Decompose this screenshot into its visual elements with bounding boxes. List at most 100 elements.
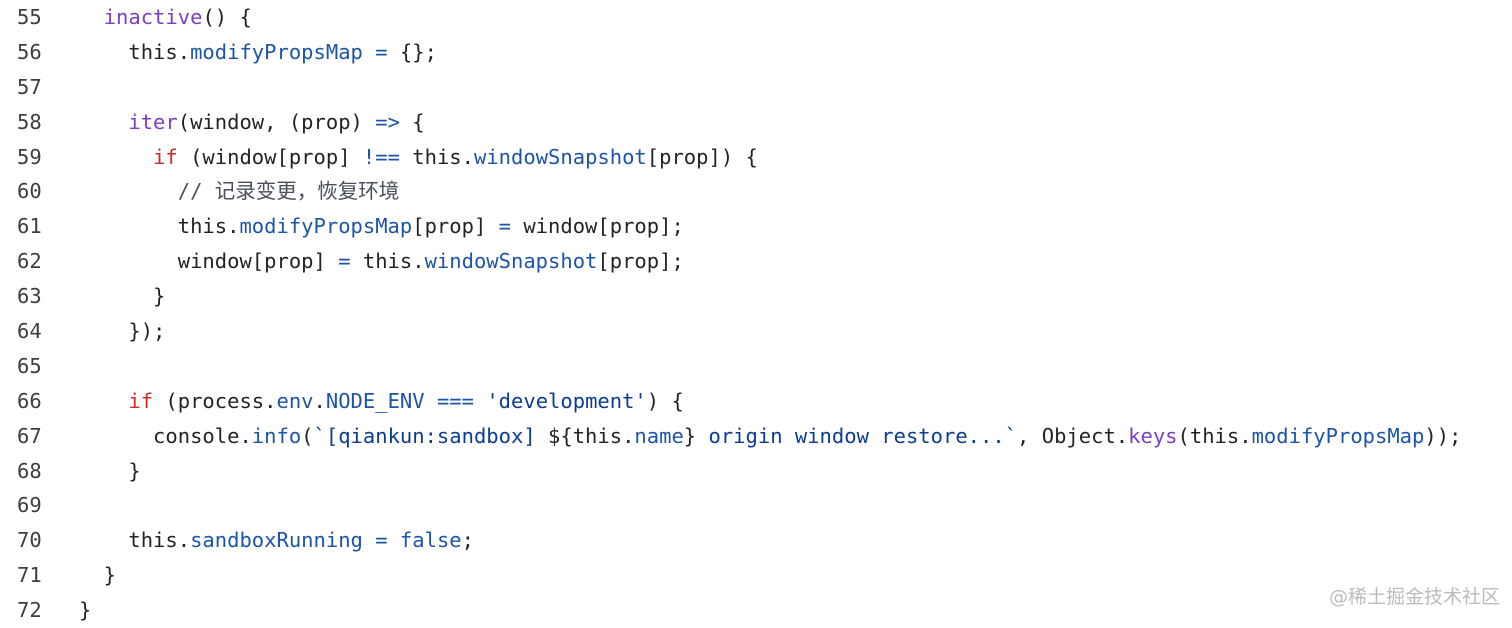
code-token: )); [1424, 423, 1462, 448]
line-number: 69 [17, 493, 42, 518]
code-token: env [276, 388, 314, 413]
code-token: , Object. [1017, 423, 1129, 448]
line-number: 64 [17, 319, 42, 344]
line-content: if (window[prop] !== this.windowSnapshot… [79, 140, 758, 175]
line-content: // 记录变更，恢复环境 [79, 174, 400, 209]
code-line: 64 }); [0, 314, 1512, 349]
code-line: 59 if (window[prop] !== this.windowSnaps… [0, 140, 1512, 175]
code-token: modifyPropsMap [1251, 423, 1425, 448]
code-token: { [399, 109, 425, 134]
code-token: !== [362, 144, 400, 169]
code-token: modifyPropsMap [190, 39, 363, 64]
code-token [363, 528, 375, 552]
code-token: `[qiankun:sandbox] [313, 423, 549, 448]
code-token: ; [461, 528, 474, 553]
code-line: 62 window[prop] = this.windowSnapshot[pr… [0, 244, 1512, 279]
code-token: inactive [103, 5, 203, 29]
line-content: } [79, 593, 91, 628]
code-token: ( [301, 423, 314, 448]
code-token: sandboxRunning [190, 528, 363, 553]
code-line: 55 inactive() { [0, 0, 1512, 35]
code-token: (window, (prop) [177, 109, 376, 134]
code-token: 'development' [486, 388, 647, 413]
code-line: 67 console.info(`[qiankun:sandbox] ${thi… [0, 419, 1512, 454]
line-number: 59 [17, 144, 42, 169]
line-content: window[prop] = this.windowSnapshot[prop]… [79, 244, 684, 279]
line-number: 57 [17, 74, 42, 99]
code-token: === [436, 388, 474, 413]
code-token: . [313, 388, 326, 413]
code-token: windowSnapshot [424, 249, 598, 274]
code-token: window[prop] [79, 249, 339, 274]
code-line: 72} [0, 593, 1512, 628]
line-number: 66 [17, 388, 42, 413]
code-line: 61 this.modifyPropsMap[prop] = window[pr… [0, 209, 1512, 244]
code-token [388, 528, 400, 552]
code-token: console. [79, 423, 252, 448]
line-number: 71 [17, 563, 42, 588]
code-token: } [683, 423, 697, 448]
code-token: NODE_ENV [325, 388, 425, 413]
line-content: if (process.env.NODE_ENV === 'developmen… [79, 384, 684, 419]
line-content: console.info(`[qiankun:sandbox] ${this.n… [79, 419, 1461, 454]
line-number: 58 [17, 109, 42, 134]
code-token: {}; [387, 39, 437, 64]
code-token: this. [399, 144, 474, 169]
code-token: info [251, 423, 302, 448]
line-number: 67 [17, 423, 42, 448]
code-token: (process. [153, 388, 277, 413]
code-token: origin window restore...` [696, 423, 1018, 448]
line-number: 68 [17, 458, 42, 483]
code-token: // 记录变更，恢复环境 [79, 179, 400, 204]
code-token: keys [1128, 423, 1178, 448]
line-content: } [79, 279, 165, 314]
line-number: 70 [17, 528, 42, 553]
line-content: iter(window, (prop) => { [79, 105, 425, 140]
code-token: = [375, 528, 388, 553]
code-token: false [399, 528, 462, 553]
line-content: this.modifyPropsMap = {}; [79, 35, 437, 70]
code-line: 70 this.sandboxRunning = false; [0, 523, 1512, 558]
code-token: this. [350, 249, 425, 274]
code-token: = [375, 39, 388, 64]
line-number: 63 [17, 284, 42, 309]
line-content: }); [79, 314, 165, 349]
code-token: } [79, 284, 166, 309]
line-content: this.sandboxRunning = false; [79, 523, 474, 558]
code-token [79, 5, 104, 29]
code-token [363, 40, 375, 64]
code-token: = [498, 214, 511, 239]
code-token: = [338, 249, 351, 274]
line-content: inactive() { [79, 0, 252, 35]
line-content: this.modifyPropsMap[prop] = window[prop]… [79, 209, 684, 244]
code-token [79, 145, 153, 169]
code-token: [prop]; [597, 249, 684, 274]
code-token: => [375, 109, 400, 134]
code-token: this. [79, 39, 191, 64]
code-token: } [79, 563, 117, 588]
line-content: } [79, 558, 116, 593]
code-token: }); [79, 319, 166, 344]
code-token: name [634, 423, 684, 448]
code-token: () { [202, 5, 252, 29]
code-token: ) { [646, 388, 684, 413]
code-token: modifyPropsMap [239, 214, 413, 239]
watermark: @稀土掘金技术社区 [1328, 586, 1500, 608]
line-number: 61 [17, 214, 42, 239]
code-token: [prop]) { [646, 144, 758, 169]
line-number: 72 [17, 598, 42, 623]
code-token: this. [79, 214, 240, 239]
code-line: 68 } [0, 454, 1512, 489]
code-token: [prop] [412, 214, 499, 239]
code-token: (window[prop] [177, 144, 363, 169]
code-line: 63 } [0, 279, 1512, 314]
code-token: } [79, 458, 141, 483]
code-token [425, 389, 437, 413]
code-token: (this. [1177, 423, 1252, 448]
code-token: window[prop]; [511, 214, 684, 239]
code-line: 69 [0, 488, 1512, 523]
code-line: 58 iter(window, (prop) => { [0, 105, 1512, 140]
code-line: 60 // 记录变更，恢复环境 [0, 174, 1512, 209]
line-number: 55 [17, 5, 42, 29]
